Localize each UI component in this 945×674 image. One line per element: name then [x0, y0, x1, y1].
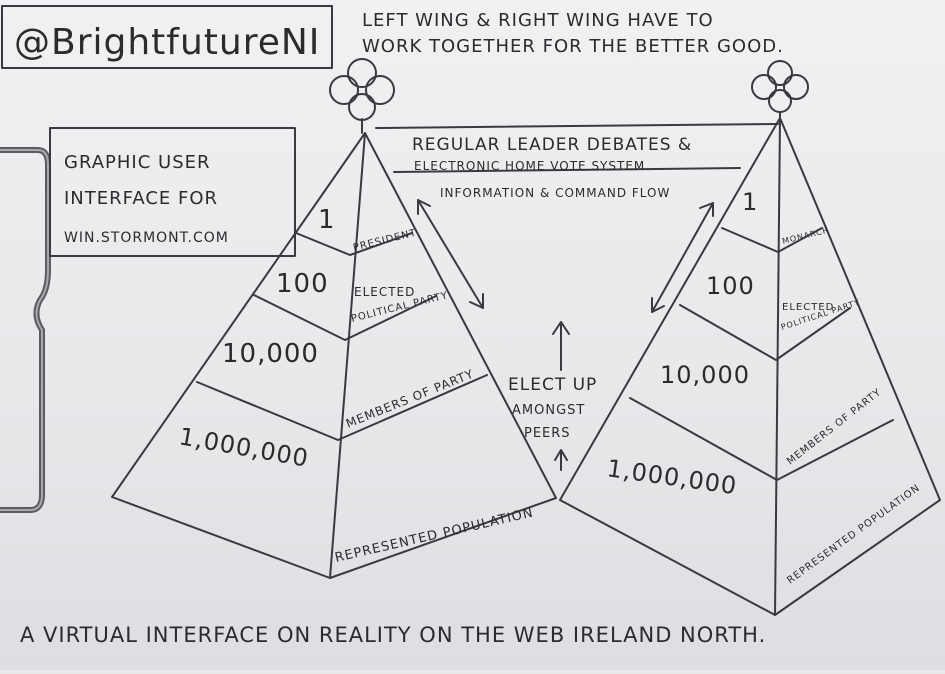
bridge-line-1: REGULAR LEADER DEBATES &: [412, 135, 692, 155]
left-tier-4-count: 1,000,000: [177, 422, 311, 472]
handle-box: @BrightfutureNI: [1, 5, 333, 69]
headline-line-1: LEFT WING & RIGHT WING HAVE TO: [362, 10, 714, 31]
shamrock-left-icon: [329, 58, 395, 134]
gui-box-line-2: INTERFACE FOR: [64, 188, 218, 209]
double-arrow-left-icon: [417, 199, 484, 309]
left-tier-2-label-1: ELECTED: [354, 285, 415, 299]
left-tier-1-label: PRESIDENT: [352, 227, 418, 253]
gui-box: GRAPHIC USER INTERFACE FOR WIN.STORMONT.…: [49, 127, 296, 257]
left-tier-2-count: 100: [276, 269, 329, 299]
left-tier-4-label: REPRESENTED POPULATION: [334, 506, 536, 566]
left-tier-1-count: 1: [318, 205, 336, 235]
elect-line-3: PEERS: [524, 426, 571, 441]
footer-text: A VIRTUAL INTERFACE ON REALITY ON THE WE…: [20, 623, 766, 647]
right-tier-1-count: 1: [742, 188, 758, 216]
handle-text: @BrightfutureNI: [14, 22, 320, 63]
right-tier-3-label: MEMBERS OF PARTY: [785, 387, 884, 468]
gui-box-line-1: GRAPHIC USER: [64, 152, 211, 173]
right-tier-4-count: 1,000,000: [605, 454, 739, 500]
up-arrow-top-icon: [552, 321, 570, 371]
right-tier-3-count: 10,000: [660, 361, 750, 389]
elect-line-2: AMONGST: [512, 403, 585, 418]
double-arrow-right-icon: [651, 202, 714, 313]
up-arrow-bottom-icon: [554, 449, 568, 471]
right-tier-2-label-1: ELECTED: [782, 302, 834, 313]
right-tier-4-label: REPRESENTED POPULATION: [785, 483, 922, 587]
right-tier-1-label: MONARCH: [781, 225, 830, 245]
headline-line-2: WORK TOGETHER FOR THE BETTER GOOD.: [362, 36, 784, 57]
right-tier-2-count: 100: [706, 272, 755, 300]
left-tier-3-count: 10,000: [222, 339, 319, 369]
clipboard-clip-icon: [0, 147, 51, 513]
bridge-flow-label: INFORMATION & COMMAND FLOW: [440, 186, 670, 200]
bridge-line-2: ELECTRONIC HOME VOTE SYSTEM: [414, 159, 645, 173]
gui-box-url: WIN.STORMONT.COM: [64, 230, 229, 246]
shamrock-right-icon: [751, 60, 809, 121]
elect-line-1: ELECT UP: [508, 375, 597, 395]
left-tier-3-label: MEMBERS OF PARTY: [344, 367, 476, 431]
bridge: REGULAR LEADER DEBATES & ELECTRONIC HOME…: [375, 123, 779, 200]
